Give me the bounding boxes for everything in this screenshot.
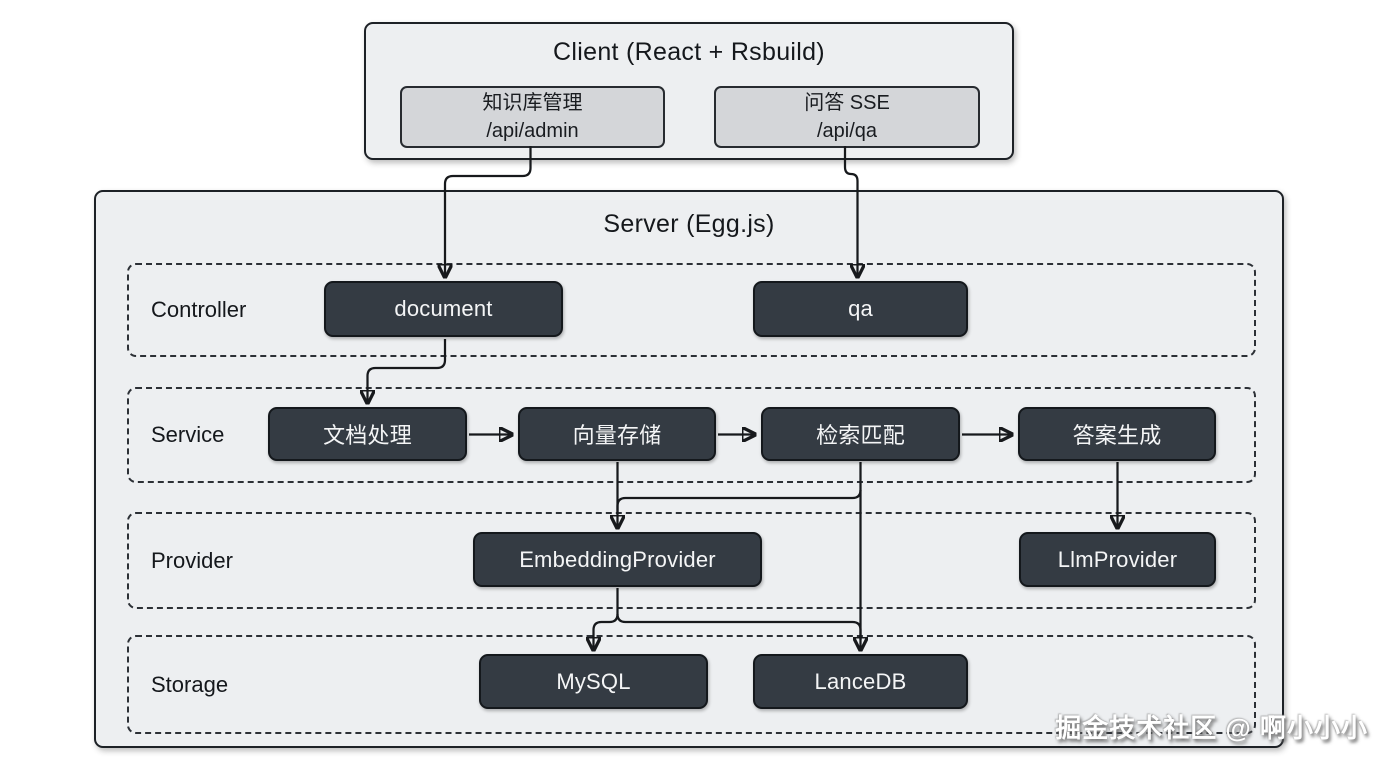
edge-qa-sse-to-qa <box>843 146 858 277</box>
client-module-name: 知识库管理 <box>482 92 583 114</box>
edge-retrieval-to-embedding-branch <box>616 489 862 512</box>
node-embedding-provider: EmbeddingProvider <box>473 532 762 587</box>
client-title: Client (React + Rsbuild) <box>553 38 825 66</box>
edge-admin-to-document <box>445 146 532 277</box>
client-module-path: /api/admin <box>486 120 579 142</box>
node-lancedb-storage: LanceDB <box>753 654 968 709</box>
watermark: 掘金技术社区 @ 啊小小小 <box>1055 713 1368 743</box>
node-llm-provider: LlmProvider <box>1019 532 1216 587</box>
client-panel: Client (React + Rsbuild) 知识库管理 /api/admi… <box>364 22 1014 160</box>
client-module-qa-sse: 问答 SSE /api/qa <box>714 86 980 148</box>
client-module-path: /api/qa <box>816 120 878 142</box>
node-document-controller: document <box>324 281 563 337</box>
layer-label-controller: Controller <box>151 297 247 322</box>
layer-label-storage: Storage <box>151 671 229 697</box>
node-mysql-storage: MySQL <box>479 654 708 709</box>
node-doc-process-service: 文档处理 <box>268 407 467 461</box>
edge-embedding-to-mysql <box>594 588 619 650</box>
node-retrieval-match-service: 检索匹配 <box>761 407 960 461</box>
layer-service: Service <box>127 387 1256 483</box>
layer-label-provider: Provider <box>151 547 233 573</box>
edge-document-to-docprocess <box>368 339 447 403</box>
layer-controller: Controller <box>127 263 1256 357</box>
layer-storage: Storage <box>127 635 1256 734</box>
client-module-knowledge-admin: 知识库管理 /api/admin <box>400 86 665 148</box>
node-qa-controller: qa <box>753 281 968 337</box>
edge-embedding-to-lancedb <box>616 613 862 640</box>
node-vector-store-service: 向量存储 <box>518 407 716 461</box>
server-title: Server (Egg.js) <box>603 210 775 238</box>
layer-label-service: Service <box>151 422 225 447</box>
node-answer-gen-service: 答案生成 <box>1018 407 1216 461</box>
layer-provider: Provider <box>127 512 1256 609</box>
client-module-name: 问答 SSE <box>804 92 890 114</box>
